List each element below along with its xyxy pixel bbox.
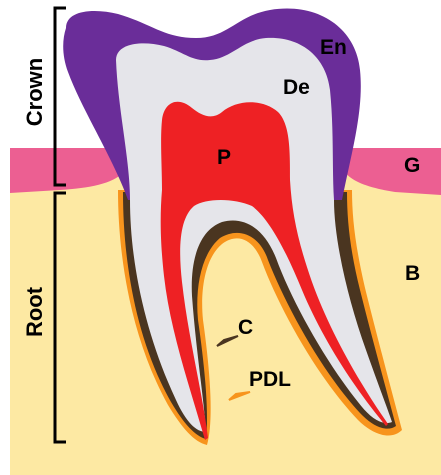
crown-label: Crown bbox=[22, 58, 47, 126]
enamel-label: En bbox=[320, 36, 347, 59]
pdl-label: PDL bbox=[249, 368, 291, 391]
cementum-label: C bbox=[238, 316, 253, 339]
pulp-label: P bbox=[217, 146, 231, 169]
bone-label: B bbox=[405, 262, 420, 285]
gum-label: G bbox=[404, 154, 420, 177]
root-label: Root bbox=[22, 286, 47, 337]
dentin-label: De bbox=[283, 76, 310, 99]
